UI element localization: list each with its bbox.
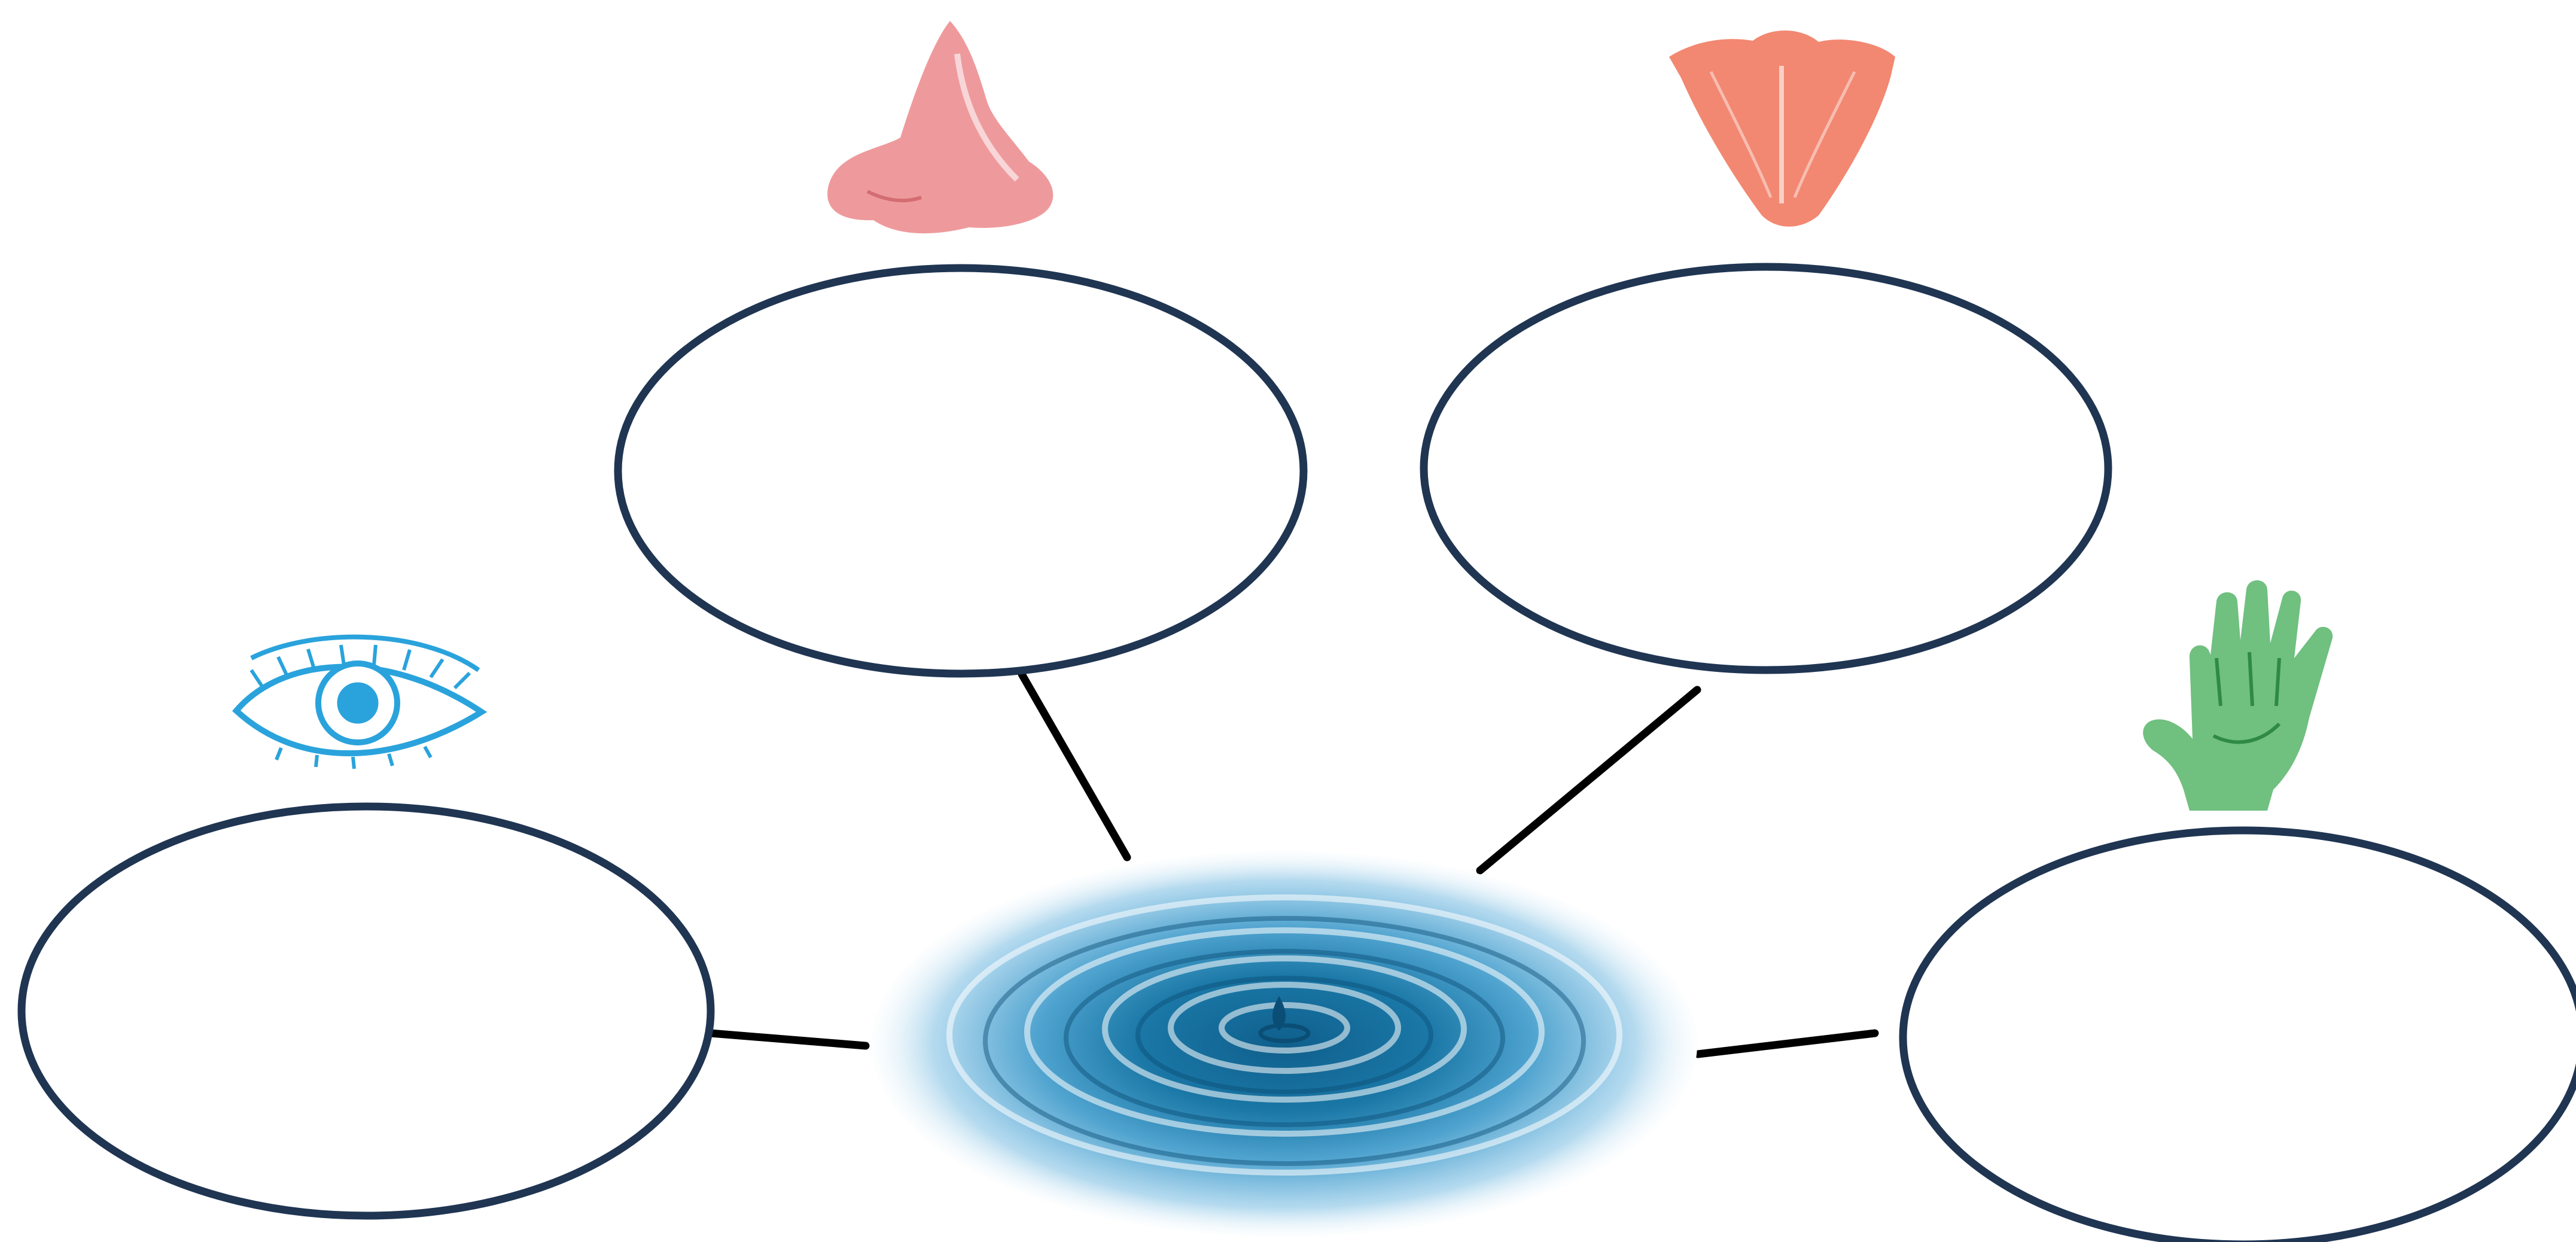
connector-tongue [1480, 690, 1697, 870]
tongue-icon [1669, 31, 1895, 227]
sight-answer-bubble[interactable] [22, 806, 711, 1216]
smell-answer-bubble[interactable] [618, 268, 1304, 674]
connector-eye [711, 1033, 866, 1046]
nose-icon [827, 21, 1053, 233]
taste-answer-bubble[interactable] [1424, 267, 2108, 670]
hand-icon [2143, 580, 2333, 811]
connector-nose [1022, 674, 1127, 857]
connector-hand [1698, 1033, 1875, 1054]
water-drop-ripple-image [872, 851, 1697, 1237]
eye-icon [236, 637, 482, 769]
touch-answer-bubble[interactable] [1903, 830, 2576, 1242]
